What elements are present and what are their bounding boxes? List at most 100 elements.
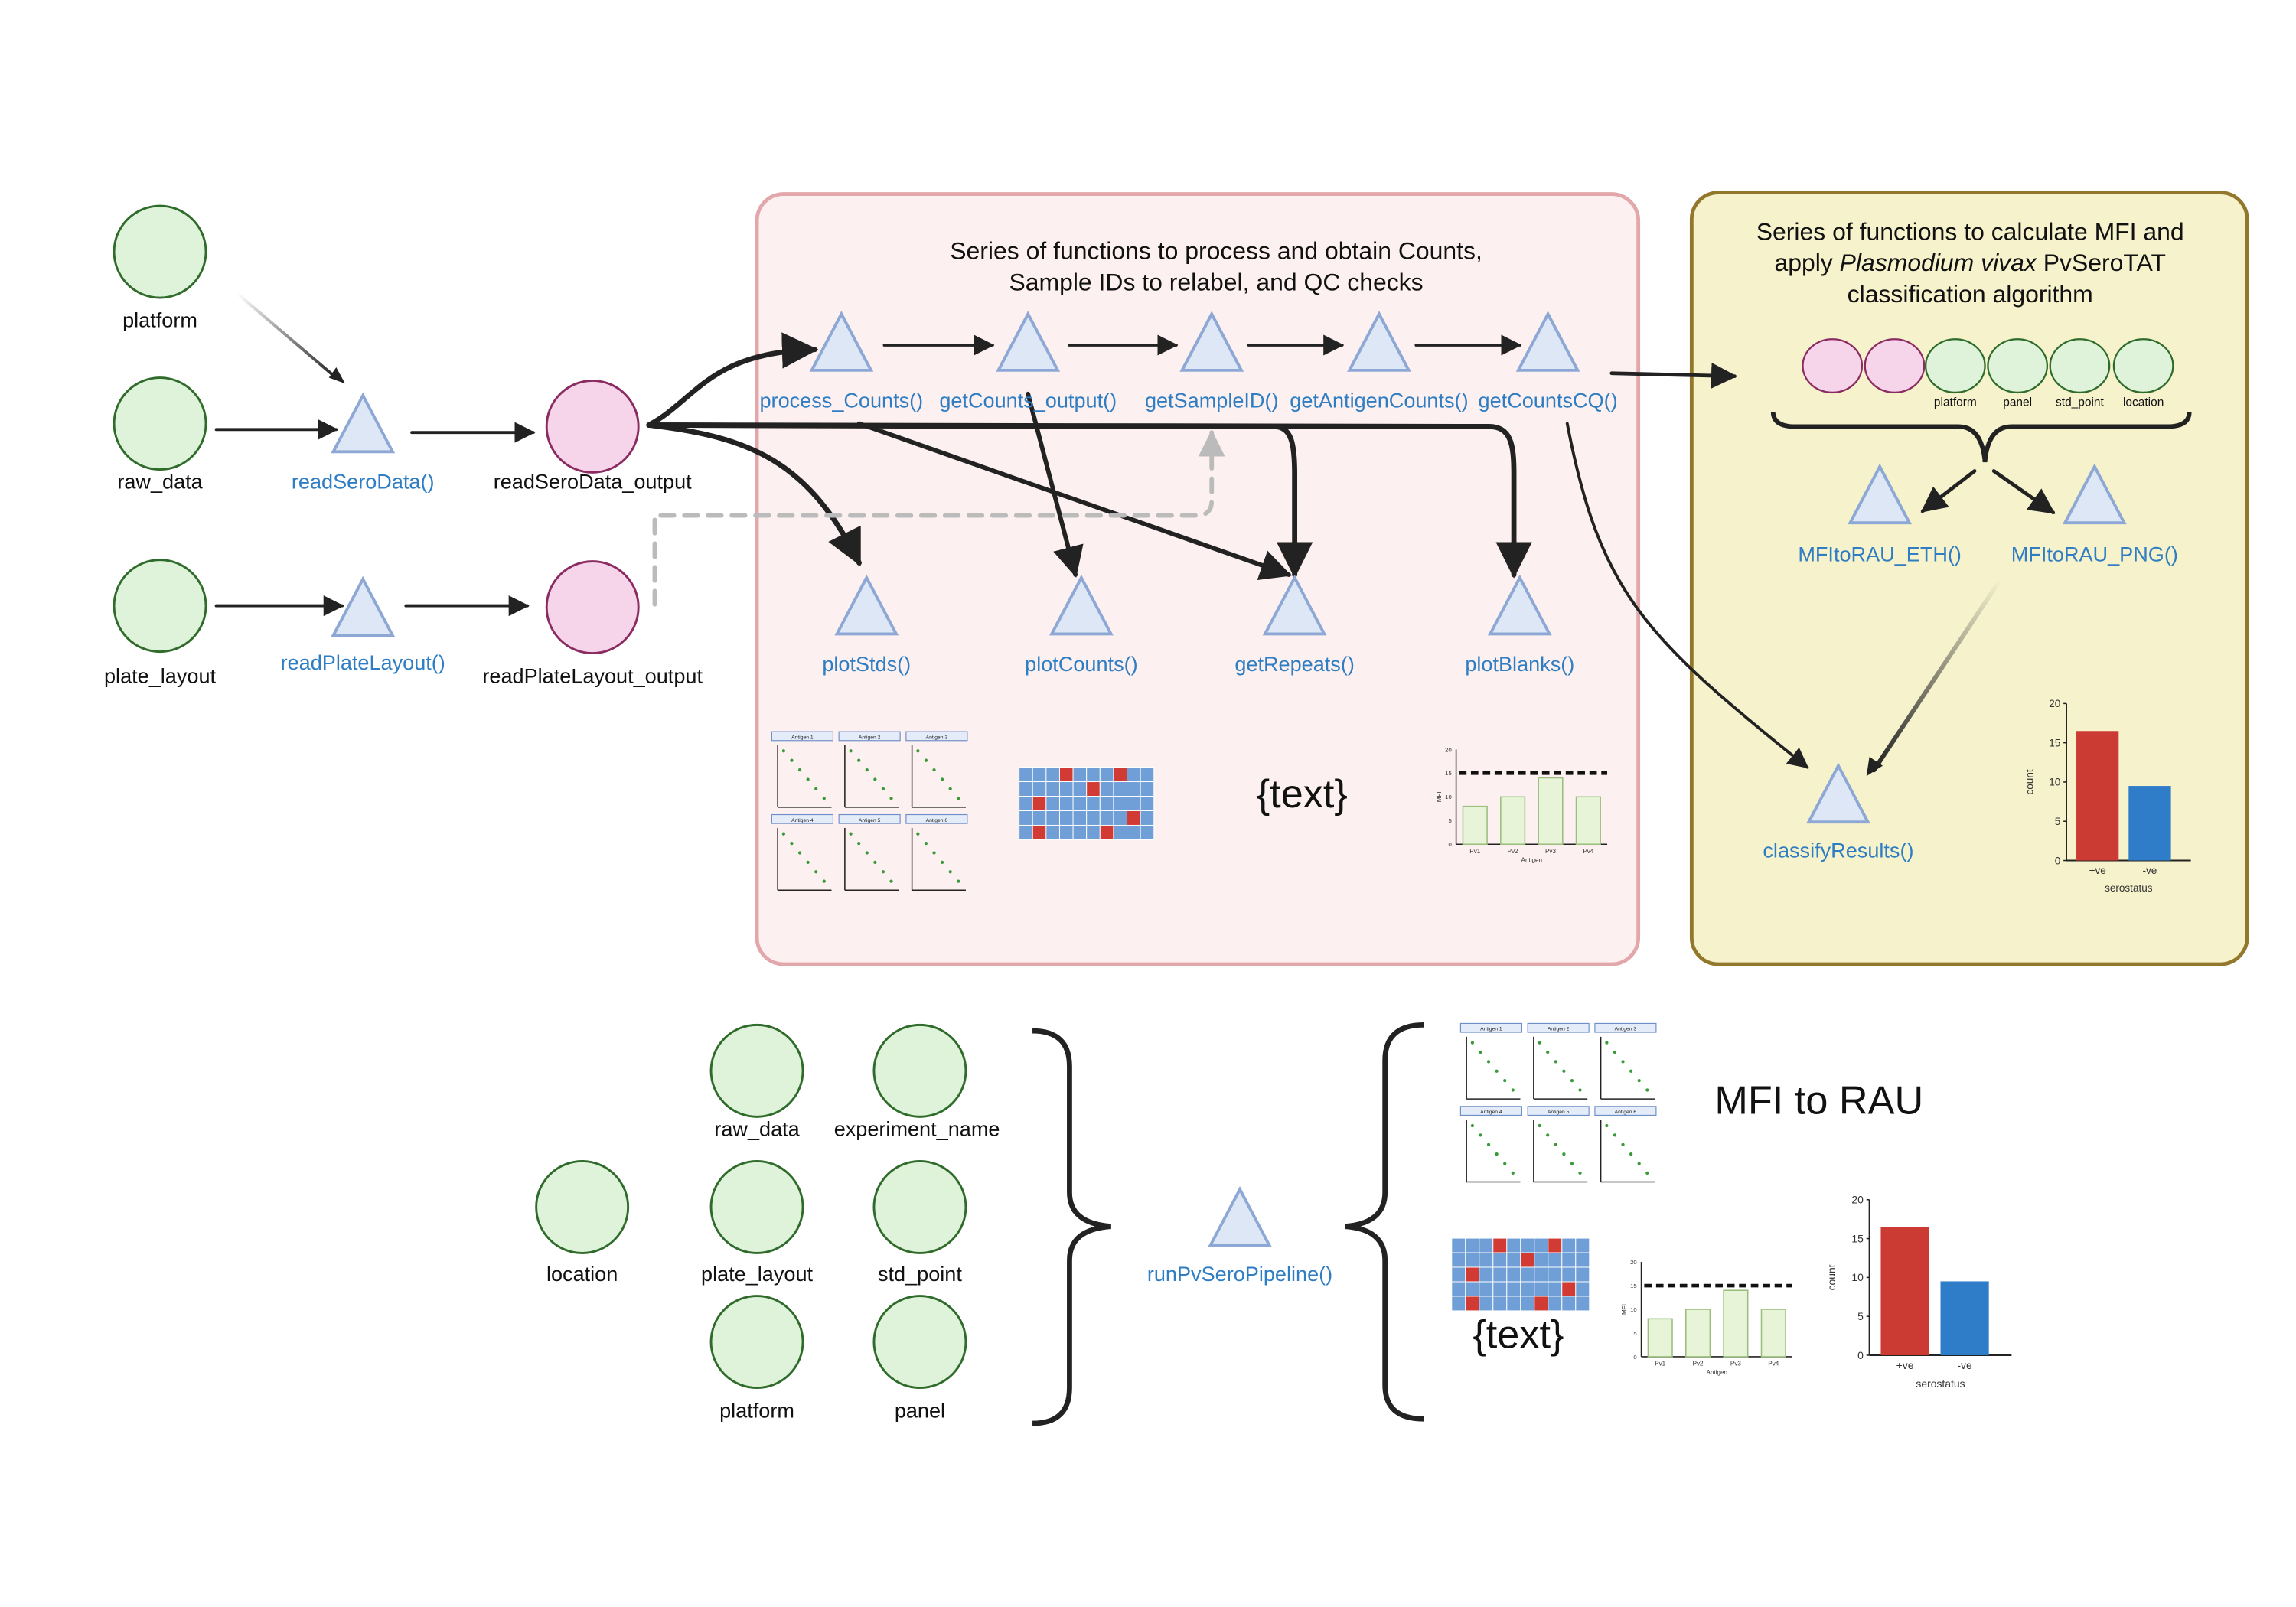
x-tick-label: Pv1 bbox=[1655, 1361, 1665, 1367]
heatmap-cell bbox=[1127, 810, 1141, 826]
param-label-std-point: std_point bbox=[2056, 396, 2104, 409]
raw-data-node[interactable] bbox=[113, 376, 207, 471]
param-label-location: location bbox=[2123, 396, 2164, 409]
mfitorau-png-label: MFItoRAU_PNG() bbox=[2011, 543, 2178, 566]
output-oval-1 bbox=[1802, 338, 1864, 394]
std-panel-header bbox=[838, 813, 901, 824]
heatmap-cell bbox=[1058, 810, 1074, 826]
plot-stds-triangle[interactable] bbox=[834, 574, 899, 636]
std-point bbox=[881, 870, 885, 874]
get-counts-cq-triangle[interactable] bbox=[1515, 311, 1580, 372]
get-sample-id-triangle[interactable] bbox=[1179, 311, 1244, 372]
heatmap-cell bbox=[1032, 796, 1047, 811]
std-point bbox=[1538, 1123, 1541, 1128]
heatmap-cell bbox=[1506, 1281, 1521, 1297]
heatmap-cell bbox=[1534, 1237, 1549, 1253]
plate-heatmap-pipeline bbox=[1451, 1237, 1590, 1312]
classify-results-triangle[interactable] bbox=[1806, 762, 1870, 824]
raw-data-label: raw_data bbox=[117, 470, 203, 494]
std-point bbox=[1503, 1162, 1507, 1165]
heatmap-cell bbox=[1465, 1266, 1480, 1283]
readplatelayout-triangle[interactable] bbox=[331, 575, 396, 637]
heatmap-cell bbox=[1058, 824, 1074, 840]
mfitorau-png-triangle[interactable] bbox=[2062, 463, 2127, 525]
readserodata-triangle[interactable] bbox=[331, 392, 396, 454]
process-box-title: Series of functions to process and obtai… bbox=[950, 237, 1482, 296]
input-nodes bbox=[113, 204, 640, 655]
plot-blanks-triangle[interactable] bbox=[1487, 574, 1552, 636]
heatmap-cell bbox=[1492, 1252, 1508, 1268]
get-counts-output-triangle[interactable] bbox=[996, 311, 1061, 372]
process-box bbox=[755, 192, 1641, 966]
readserodata-output-node[interactable] bbox=[545, 379, 640, 474]
heatmap-cell bbox=[1140, 810, 1155, 826]
process-counts-triangle[interactable] bbox=[809, 311, 874, 372]
run-pipeline-triangle[interactable] bbox=[1208, 1186, 1272, 1247]
std-panel-header bbox=[905, 813, 968, 824]
pipeline-left-brace bbox=[1032, 1028, 1111, 1426]
std-point bbox=[1629, 1069, 1633, 1073]
std-panel-title: Antigen 2 bbox=[1548, 1027, 1570, 1032]
heatmap-cell bbox=[1479, 1281, 1494, 1297]
readplatelayout-output-node[interactable] bbox=[545, 560, 640, 655]
plot-counts-triangle[interactable] bbox=[1049, 574, 1114, 636]
std-point bbox=[1613, 1050, 1617, 1054]
std-point bbox=[1637, 1162, 1641, 1165]
heatmap-cell bbox=[1451, 1296, 1466, 1312]
heatmap-cell bbox=[1113, 767, 1128, 783]
std-point bbox=[873, 860, 877, 864]
get-sample-id-label: getSampleID() bbox=[1145, 388, 1279, 412]
std-point bbox=[1538, 1041, 1541, 1045]
plate-layout-label: plate_layout bbox=[104, 663, 217, 687]
heatmap-cell bbox=[1072, 781, 1088, 797]
heatmap-cell bbox=[1479, 1266, 1494, 1283]
std-point bbox=[1562, 1069, 1566, 1073]
heatmap-cell bbox=[1019, 796, 1033, 811]
y-tick-label: 10 bbox=[1851, 1271, 1864, 1283]
heatmap-cell bbox=[1140, 796, 1155, 811]
std-panel-header bbox=[1594, 1022, 1657, 1033]
heatmap-cell bbox=[1561, 1237, 1577, 1253]
heatmap-cell bbox=[1465, 1237, 1480, 1253]
get-antigen-counts-triangle[interactable] bbox=[1347, 311, 1411, 372]
y-tick-label: 20 bbox=[1630, 1259, 1637, 1266]
y-tick-label: 15 bbox=[1445, 770, 1452, 777]
std-point bbox=[916, 832, 920, 836]
y-tick-label: 10 bbox=[1630, 1306, 1637, 1313]
std-point bbox=[1470, 1123, 1475, 1128]
std-point bbox=[932, 851, 936, 855]
std-point bbox=[797, 768, 802, 772]
serostatus-bar bbox=[1880, 1227, 1929, 1355]
blank-bar bbox=[1462, 805, 1488, 846]
std-point bbox=[1554, 1143, 1557, 1146]
heatmap-cell bbox=[1140, 824, 1155, 840]
std-panel-header bbox=[838, 731, 901, 742]
pipeline-experiment-name-label: experiment_name bbox=[834, 1117, 1000, 1141]
pipeline-experiment-name-node bbox=[872, 1023, 967, 1118]
mfitorau-eth-triangle[interactable] bbox=[1848, 463, 1913, 525]
heatmap-cell bbox=[1534, 1281, 1549, 1297]
x-axis-label: Antigen bbox=[1521, 856, 1543, 863]
std-point bbox=[849, 749, 853, 753]
std-point bbox=[1486, 1143, 1491, 1146]
std-point bbox=[857, 758, 861, 762]
heatmap-cell bbox=[1492, 1281, 1508, 1297]
std-point bbox=[881, 787, 885, 790]
arrow-brace-to-mfitorau-eth bbox=[1920, 469, 1977, 513]
heatmap-cell bbox=[1575, 1296, 1590, 1312]
params-brace bbox=[1770, 411, 2192, 463]
y-axis-label: count bbox=[1825, 1264, 1838, 1290]
platform-node[interactable] bbox=[113, 204, 207, 299]
heatmap-cell bbox=[1032, 824, 1047, 840]
heatmap-cell bbox=[1099, 767, 1114, 783]
heatmap-cell bbox=[1086, 824, 1101, 840]
get-repeats-triangle[interactable] bbox=[1262, 574, 1327, 636]
std-panel-title: Antigen 6 bbox=[1615, 1110, 1637, 1115]
std-point bbox=[814, 870, 818, 874]
heatmap-cell bbox=[1099, 781, 1114, 797]
plate-layout-node[interactable] bbox=[113, 559, 207, 654]
std-point bbox=[1621, 1060, 1625, 1064]
run-pipeline-label: runPvSeroPipeline() bbox=[1147, 1262, 1332, 1286]
arrowhead-platform bbox=[328, 367, 345, 384]
